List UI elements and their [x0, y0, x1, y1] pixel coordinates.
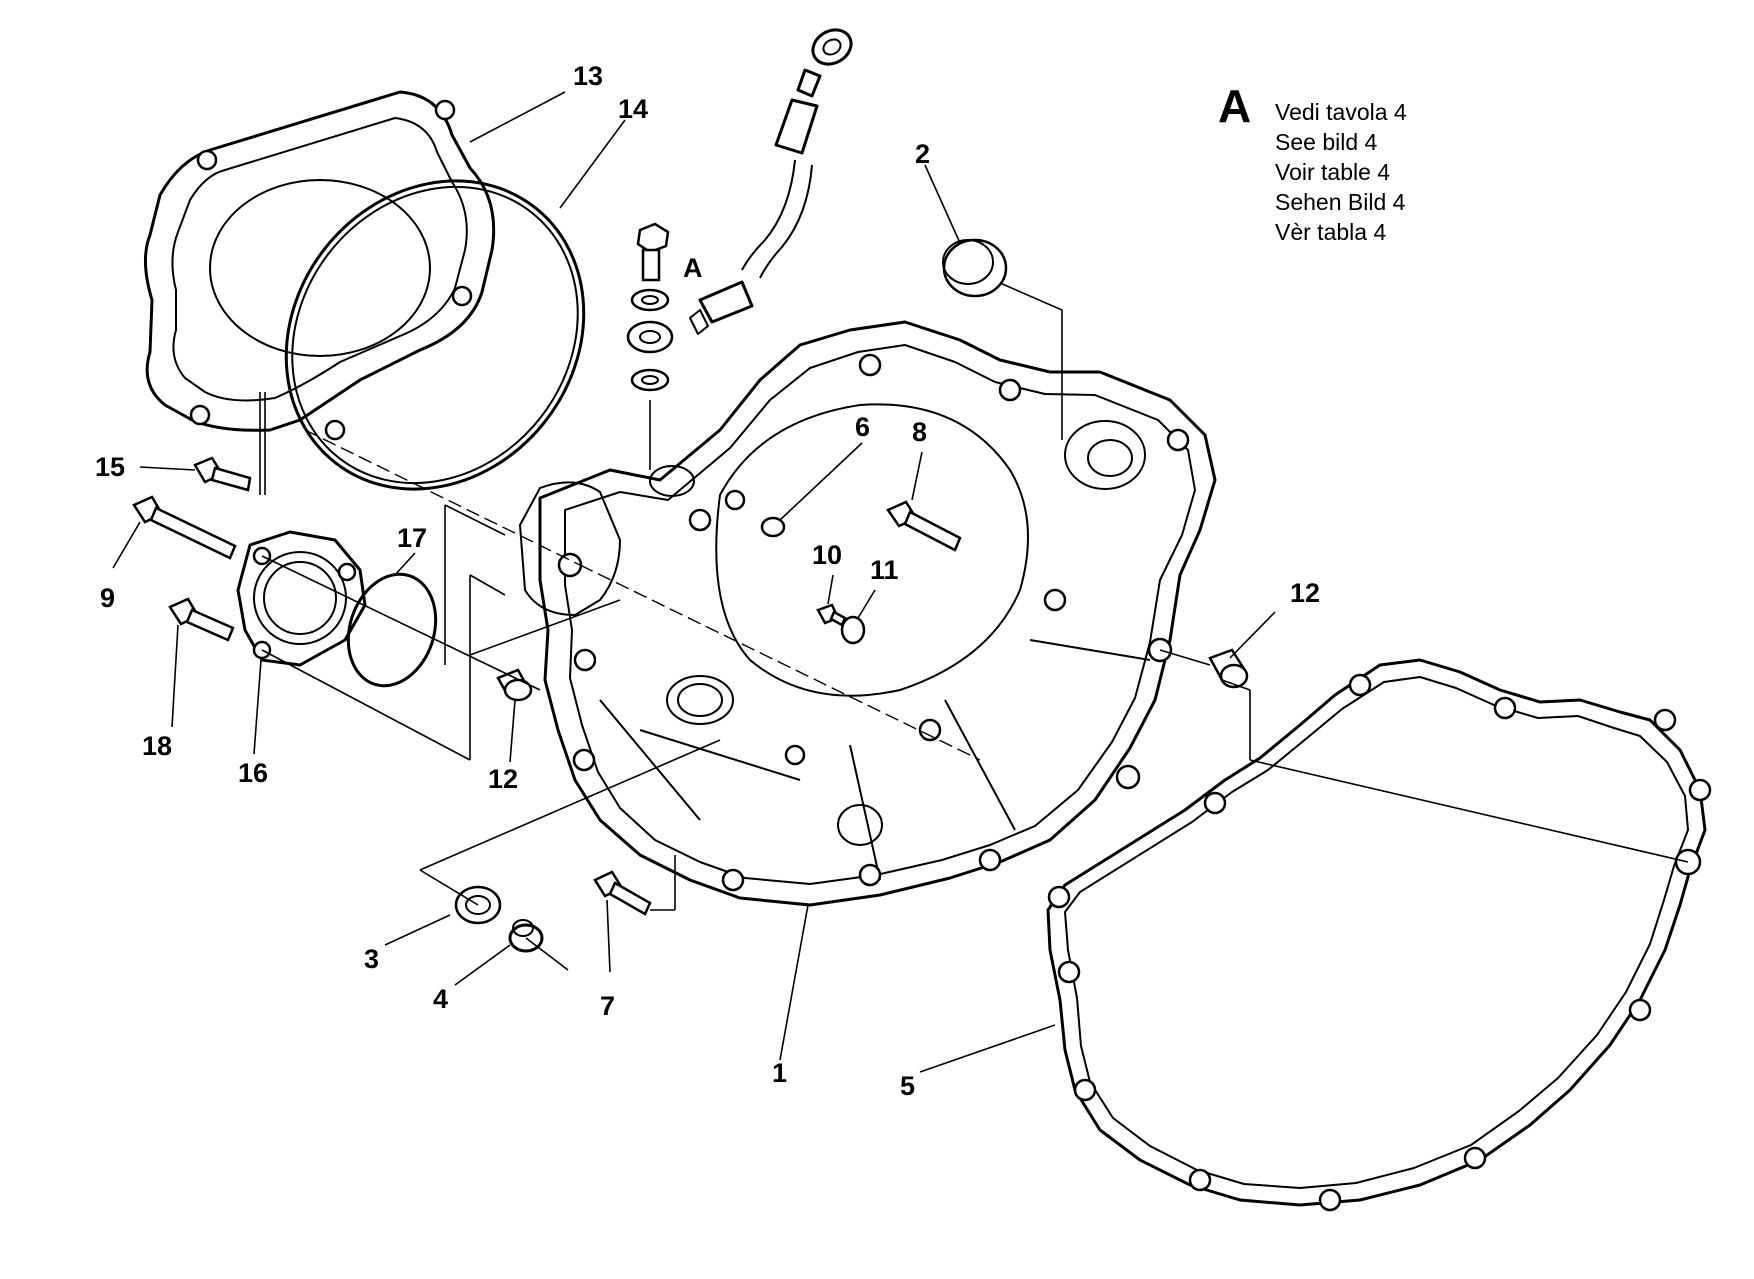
callout-7: 7: [600, 991, 615, 1021]
note-line-2: See bild 4: [1275, 129, 1378, 155]
dowel-12b: [1208, 648, 1249, 689]
callout-A: A: [683, 253, 703, 283]
callout-10: 10: [812, 540, 842, 570]
note-key: A: [1218, 80, 1251, 132]
cover-gasket-14: [284, 179, 586, 491]
banjo-bolt-stack: [626, 222, 674, 392]
callout-labels: 1 2 3 4 5 6 7 8 9 10 11 12 12 13 14 15 1…: [95, 61, 1320, 1101]
note-line-1: Vedi tavola 4: [1275, 99, 1407, 125]
bolt-18: [168, 597, 235, 642]
callout-5: 5: [900, 1071, 915, 1101]
dowel-12a: [496, 668, 533, 702]
clutch-cover-13: [143, 90, 496, 441]
clip-4: [508, 919, 544, 953]
callout-6: 6: [855, 412, 870, 442]
callout-8: 8: [912, 417, 927, 447]
inspection-cap-2: [942, 238, 1008, 298]
bolt-8: [886, 500, 962, 552]
callout-9: 9: [100, 583, 115, 613]
callout-12b: 12: [1290, 578, 1320, 608]
oil-line-hose: [689, 28, 853, 335]
bolt-9: [132, 495, 237, 560]
callout-18: 18: [142, 731, 172, 761]
note-line-5: Vèr tabla 4: [1275, 219, 1386, 245]
washer-11: [840, 615, 866, 645]
washer-6: [760, 516, 786, 538]
callout-1: 1: [772, 1058, 787, 1088]
callout-14: 14: [618, 94, 648, 124]
cover-gasket-5: [1046, 658, 1712, 1212]
bolt-7: [593, 870, 652, 916]
screw-10: [816, 603, 847, 627]
callout-12a: 12: [488, 764, 518, 794]
reference-note: A Vedi tavola 4 See bild 4 Voir table 4 …: [1218, 80, 1407, 245]
callout-3: 3: [364, 944, 379, 974]
callout-15: 15: [95, 452, 125, 482]
callout-leaders: [112, 91, 1276, 1073]
note-line-3: Voir table 4: [1275, 159, 1390, 185]
callout-16: 16: [238, 758, 268, 788]
assembly-lines: [259, 282, 1689, 971]
callout-4: 4: [433, 984, 448, 1014]
callout-13: 13: [573, 61, 603, 91]
o-ring-17: [346, 572, 438, 688]
callout-2: 2: [915, 139, 930, 169]
bolt-15: [193, 456, 252, 492]
note-line-4: Sehen Bild 4: [1275, 189, 1406, 215]
callout-11: 11: [870, 555, 899, 585]
crankcase-cover-1: [519, 320, 1217, 907]
bearing-plate-16: [236, 530, 367, 667]
callout-17: 17: [397, 523, 427, 553]
